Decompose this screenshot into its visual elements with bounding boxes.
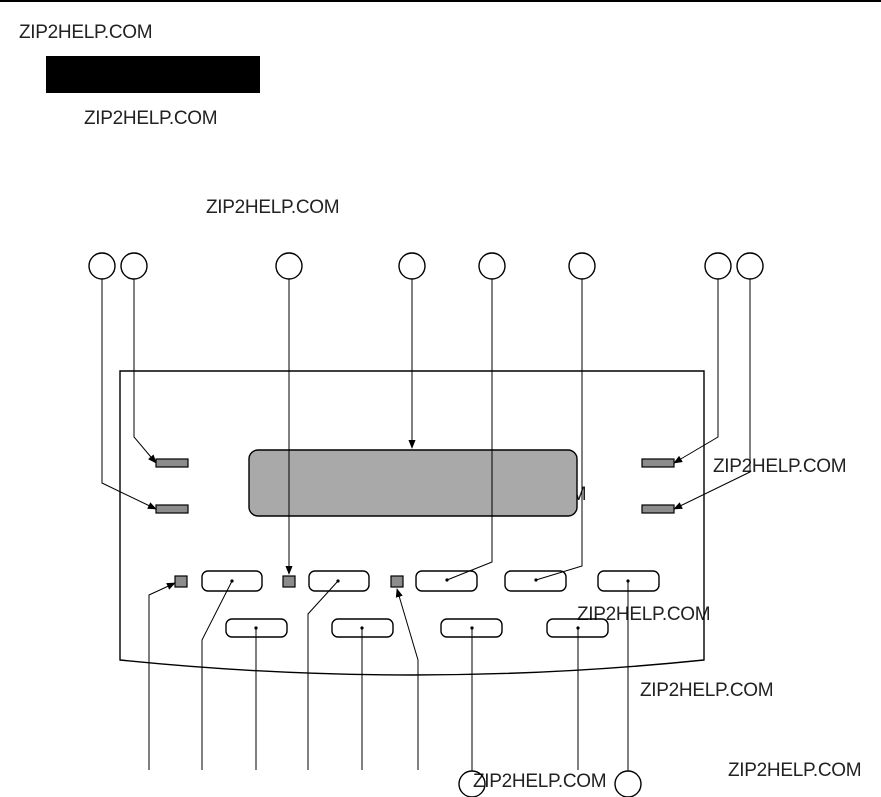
callout-circle [704, 252, 732, 280]
leader-line [133, 279, 157, 464]
panel-button [308, 570, 370, 592]
leader-line [535, 279, 583, 581]
leader-line [673, 279, 751, 510]
callout-circle [120, 252, 148, 280]
leader-line [101, 279, 157, 510]
watermark-text: ZIP2HELP.COM [206, 197, 340, 218]
watermark-text: ZIP2HELP.COM [713, 456, 847, 477]
callout-circle [568, 252, 596, 280]
indicator-bar [155, 504, 189, 514]
leader-line [673, 279, 719, 464]
led-indicator [282, 575, 296, 588]
callout-circle [736, 252, 764, 280]
leader-line [148, 582, 176, 770]
callout-circle [398, 252, 426, 280]
panel-button [201, 570, 263, 592]
lcd-display [248, 449, 578, 517]
indicator-bar [641, 504, 675, 514]
watermark-text: ZIP2HELP.COM [640, 680, 774, 701]
top-rule [0, 0, 881, 2]
title-bar [46, 56, 260, 93]
callout-circle [458, 770, 486, 797]
panel-outline [119, 370, 705, 676]
led-indicator [174, 575, 188, 588]
callout-circle [614, 770, 642, 797]
watermark-text: ZIP2HELP.COM [473, 771, 607, 792]
leader-line [446, 279, 493, 581]
panel-button [504, 570, 567, 592]
indicator-bar [641, 458, 675, 468]
indicator-bar [155, 458, 189, 468]
callout-circle [275, 252, 303, 280]
leader-line [395, 588, 419, 770]
panel-button [415, 570, 478, 592]
watermark-text: ZIP2HELP.COM [84, 108, 218, 129]
led-indicator [390, 575, 404, 588]
watermark-text: ZIP2HELP.COM [19, 22, 153, 43]
watermark-text: ZIP2HELP.COM [577, 604, 711, 625]
leader-line [307, 580, 339, 770]
callout-circle [88, 252, 116, 280]
leader-line [201, 580, 233, 770]
watermark-text: ZIP2HELP.COM [728, 760, 862, 781]
callout-circle [478, 252, 506, 280]
